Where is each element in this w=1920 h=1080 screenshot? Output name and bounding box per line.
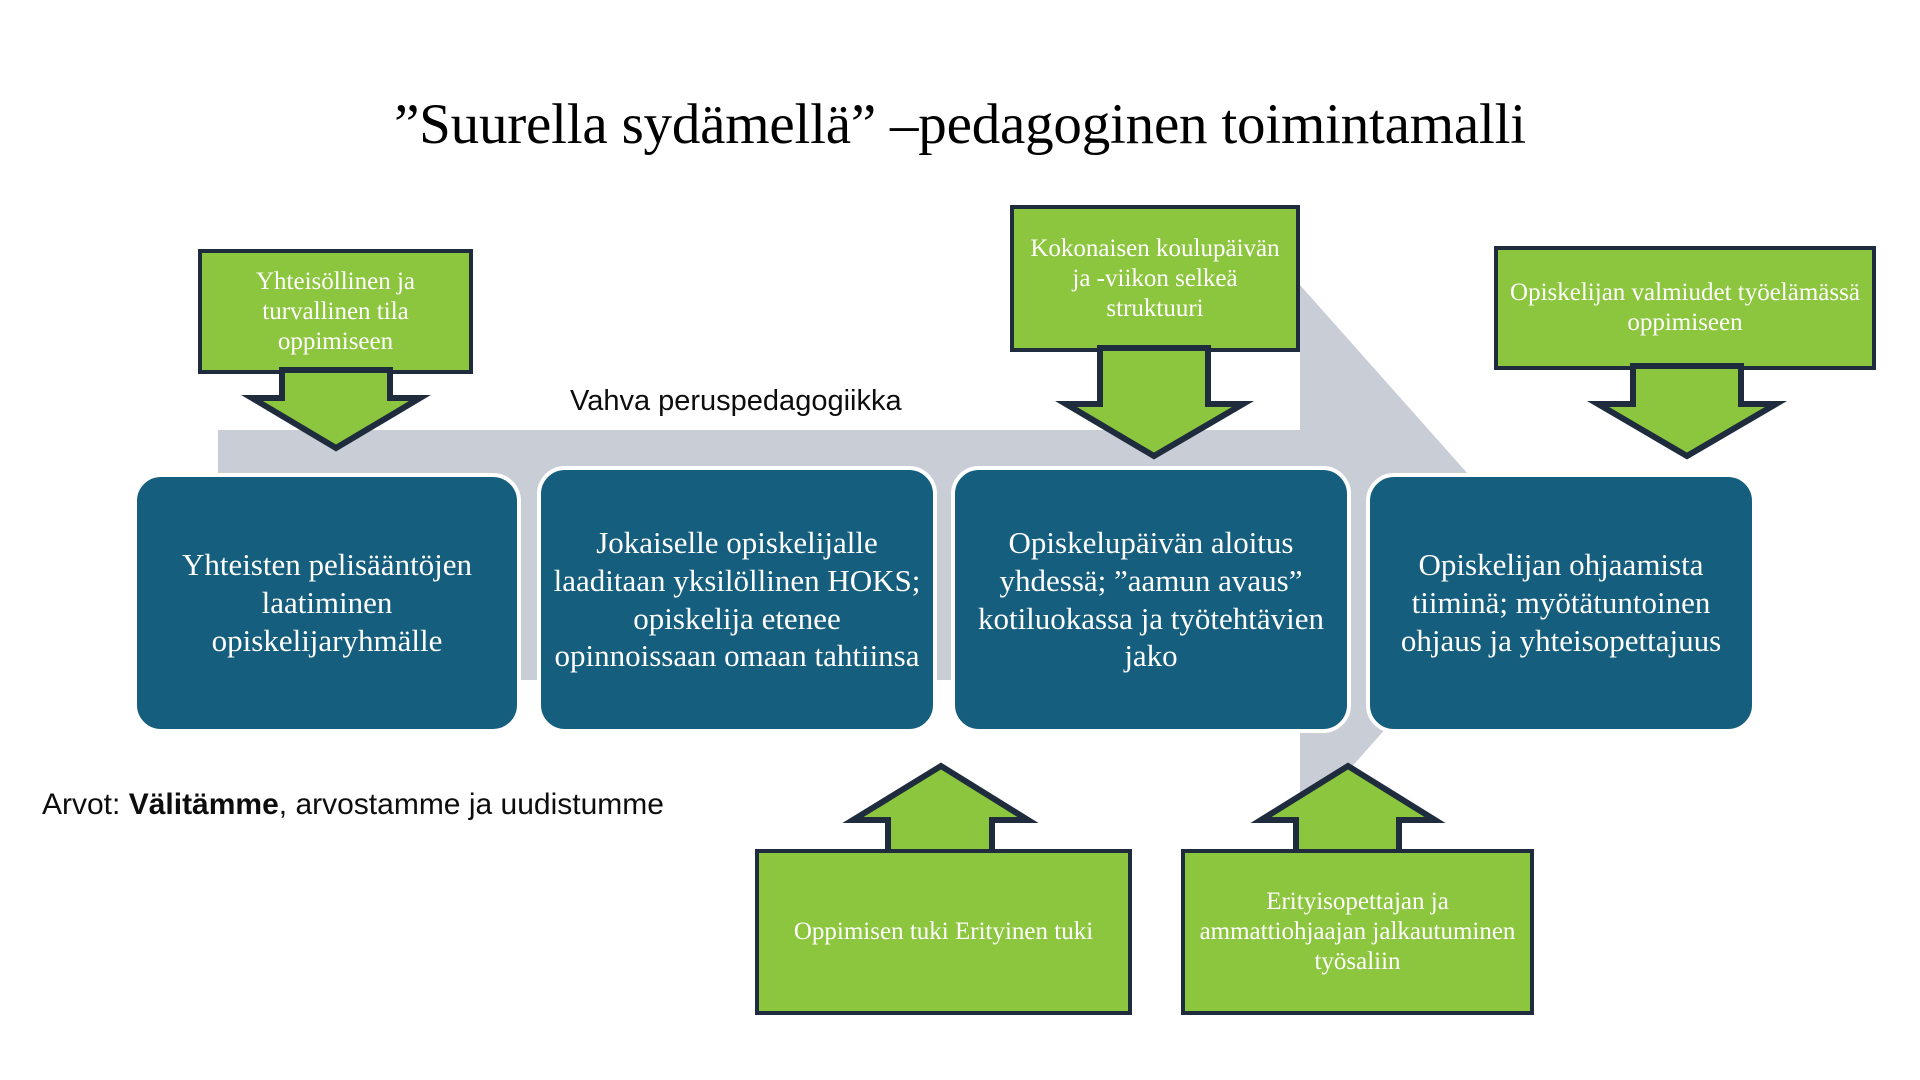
input-box-label: Opiskelijan valmiudet työelämässä oppimi… — [1510, 279, 1860, 336]
input-box-label: Erityisopettajan ja ammattiohjaajan jalk… — [1199, 888, 1516, 975]
process-step-hoks[interactable]: Jokaiselle opiskelijalle laaditaan yksil… — [537, 466, 937, 733]
input-box-yhteisollinen[interactable]: Yhteisöllinen ja turvallinen tila oppimi… — [198, 249, 473, 374]
process-step-ohjaaminen[interactable]: Opiskelijan ohjaamista tiiminä; myötätun… — [1366, 473, 1756, 733]
values-prefix: Arvot: — [42, 788, 129, 821]
values-bold: Välitämme — [128, 788, 279, 821]
band-label: Vahva peruspedagogiikka — [570, 385, 902, 417]
values-suffix: , arvostamme ja uudistumme — [278, 788, 664, 821]
process-step-label: Opiskelijan ohjaamista tiiminä; myötätun… — [1400, 547, 1722, 658]
process-step-label: Jokaiselle opiskelijalle laaditaan yksil… — [553, 524, 921, 674]
input-box-label: Oppimisen tuki Erityinen tuki — [793, 918, 1094, 945]
process-step-pelisaannot[interactable]: Yhteisten pelisääntöjen laatiminen opisk… — [133, 473, 521, 733]
input-box-struktuuri[interactable]: Kokonaisen koulupäivän ja -viikon selkeä… — [1010, 205, 1300, 352]
input-box-label: Yhteisöllinen ja turvallinen tila oppimi… — [256, 267, 415, 355]
values-caption: Arvot: Välitämme, arvostamme ja uudistum… — [42, 788, 664, 822]
process-step-label: Yhteisten pelisääntöjen laatiminen opisk… — [181, 547, 473, 658]
input-box-oppimisen-tuki[interactable]: Oppimisen tuki Erityinen tuki — [755, 849, 1132, 1015]
process-step-label: Opiskelupäivän aloitus yhdessä; ”aamun a… — [977, 524, 1325, 674]
process-step-aamun-avaus[interactable]: Opiskelupäivän aloitus yhdessä; ”aamun a… — [951, 466, 1351, 733]
input-box-jalkautuminen[interactable]: Erityisopettajan ja ammattiohjaajan jalk… — [1181, 849, 1534, 1015]
input-box-tyoelama[interactable]: Opiskelijan valmiudet työelämässä oppimi… — [1494, 246, 1876, 370]
page-title: ”Suurella sydämellä” –pedagoginen toimin… — [394, 93, 1526, 156]
input-box-label: Kokonaisen koulupäivän ja -viikon selkeä… — [1030, 234, 1280, 322]
